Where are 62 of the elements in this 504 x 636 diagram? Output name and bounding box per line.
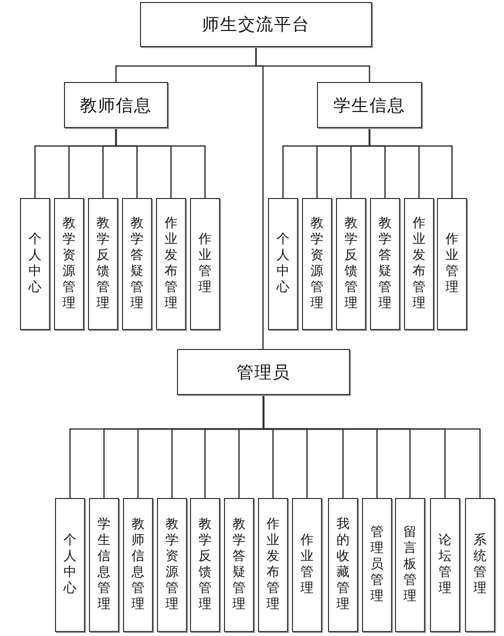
- module-label: 论坛管理: [438, 533, 452, 597]
- module-label: 教学答疑管理: [130, 216, 144, 312]
- module-label: 管理员管理: [370, 525, 384, 605]
- module-label: 作业管理: [300, 533, 314, 597]
- module-label: 教学反馈管理: [198, 517, 212, 613]
- module-box: [404, 198, 434, 330]
- module-label: 教学资源管理: [166, 517, 178, 613]
- connector-line: [368, 128, 453, 198]
- module-label: 教学答疑管理: [232, 517, 246, 613]
- connector-line: [115, 128, 206, 198]
- module-label: 我的收藏管理: [336, 517, 350, 613]
- module-box: [302, 198, 332, 330]
- module-box: [55, 498, 85, 632]
- module-label: 个人中心: [276, 232, 290, 296]
- module-box: [89, 498, 119, 632]
- module-label: 管理员: [236, 362, 290, 384]
- module-label: 教学反馈管理: [96, 216, 110, 312]
- module-box: [177, 349, 350, 395]
- module-label: 教学资源管理: [62, 216, 76, 312]
- module-box: [88, 198, 118, 330]
- module-box: [268, 198, 298, 330]
- module-label: 作业管理: [446, 232, 458, 296]
- module-label: 作业发布管理: [164, 216, 178, 312]
- module-label: 个人中心: [64, 533, 76, 597]
- module-label: 个人中心: [28, 232, 42, 296]
- module-box: [157, 498, 187, 632]
- module-box: [190, 498, 220, 632]
- module-label: 师生交流平台: [202, 14, 310, 36]
- module-label: 系统管理: [474, 533, 486, 597]
- module-box: [317, 82, 422, 128]
- module-box: [123, 498, 153, 632]
- module-label: 作业发布管理: [412, 216, 426, 312]
- module-label: 学生信息管理: [98, 517, 110, 613]
- module-box: [140, 2, 372, 47]
- module-label: 教师信息管理: [132, 517, 144, 613]
- module-label: 作业发布管理: [266, 517, 280, 613]
- module-label: 教师信息: [80, 94, 152, 116]
- module-label: 学生信息: [334, 94, 406, 116]
- module-box: [20, 198, 50, 330]
- module-label: 留言板管理: [404, 525, 416, 605]
- module-box: [258, 498, 288, 632]
- module-box: [430, 498, 460, 632]
- module-label: 作业管理: [198, 232, 212, 296]
- module-box: [437, 198, 467, 330]
- module-box: [122, 198, 152, 330]
- module-label: 教学资源管理: [310, 216, 324, 312]
- module-box: [190, 198, 220, 330]
- module-label: 教学答疑管理: [378, 216, 392, 312]
- module-box: [370, 198, 400, 330]
- module-box: [292, 498, 322, 632]
- module-box: [465, 498, 495, 632]
- connector-line: [255, 47, 264, 349]
- module-box: [64, 82, 168, 128]
- module-box: [362, 498, 392, 632]
- module-label: 教学反馈管理: [344, 216, 358, 312]
- module-box: [54, 198, 84, 330]
- connector-line: [262, 395, 481, 498]
- module-box: [224, 498, 254, 632]
- module-box: [328, 498, 358, 632]
- module-box: [156, 198, 186, 330]
- module-box: [395, 498, 425, 632]
- module-box: [336, 198, 366, 330]
